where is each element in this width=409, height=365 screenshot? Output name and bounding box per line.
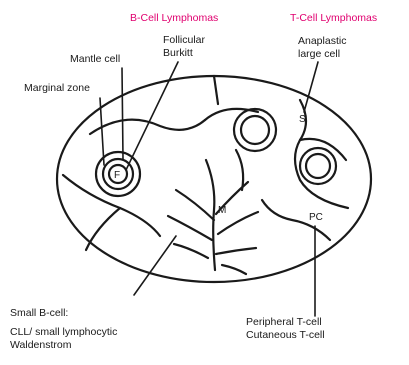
- medulla-m-label: M: [218, 205, 226, 216]
- follicular-label: Follicular: [163, 34, 206, 46]
- cutaneous-t-cell-label: Cutaneous T-cell: [246, 329, 325, 341]
- small-b-cell-label: Small B-cell:: [10, 307, 68, 319]
- follicle-lower-inner: [306, 154, 330, 178]
- follicle-lower-right: [300, 148, 336, 184]
- marginal-zone-label: Marginal zone: [24, 82, 90, 94]
- medulla-branch-7: [236, 150, 243, 190]
- medullary-cords: [168, 150, 258, 274]
- waldenstrom-label: Waldenstrom: [10, 339, 72, 351]
- medulla-branch-8: [222, 265, 246, 274]
- medulla-branch-2: [168, 216, 212, 240]
- leader-small-b-cell: [134, 236, 176, 295]
- follicle-f: F: [96, 152, 140, 196]
- medulla-branch-1: [176, 190, 214, 220]
- leader-mantle-cell: [122, 68, 123, 159]
- burkitt-label: Burkitt: [163, 47, 193, 59]
- t-cell-lymphomas-header: T-Cell Lymphomas: [290, 12, 377, 24]
- peripheral-t-cell-label: Peripheral T-cell: [246, 316, 322, 328]
- paracortex-pc-label: PC: [309, 212, 323, 223]
- b-cell-lymphomas-header: B-Cell Lymphomas: [130, 12, 218, 24]
- leader-follicular: [126, 62, 178, 170]
- anaplastic-label: Anaplastic: [298, 35, 346, 47]
- medulla-branch-3: [174, 244, 208, 258]
- cll-small-lymphocytic-label: CLL/ small lymphocytic: [10, 326, 117, 338]
- large-cell-label: large cell: [298, 48, 340, 60]
- trabecula-left-lower: [63, 175, 160, 236]
- leader-anaplastic: [304, 62, 318, 112]
- mantle-cell-label: Mantle cell: [70, 53, 120, 65]
- follicle-f-label: F: [114, 170, 120, 181]
- follicle-upper-right: [234, 109, 276, 151]
- sinus-s-label: S: [299, 114, 306, 125]
- follicle-upper-inner: [241, 116, 269, 144]
- trabecula-top-stub: [214, 76, 218, 104]
- medulla-branch-6: [216, 248, 256, 254]
